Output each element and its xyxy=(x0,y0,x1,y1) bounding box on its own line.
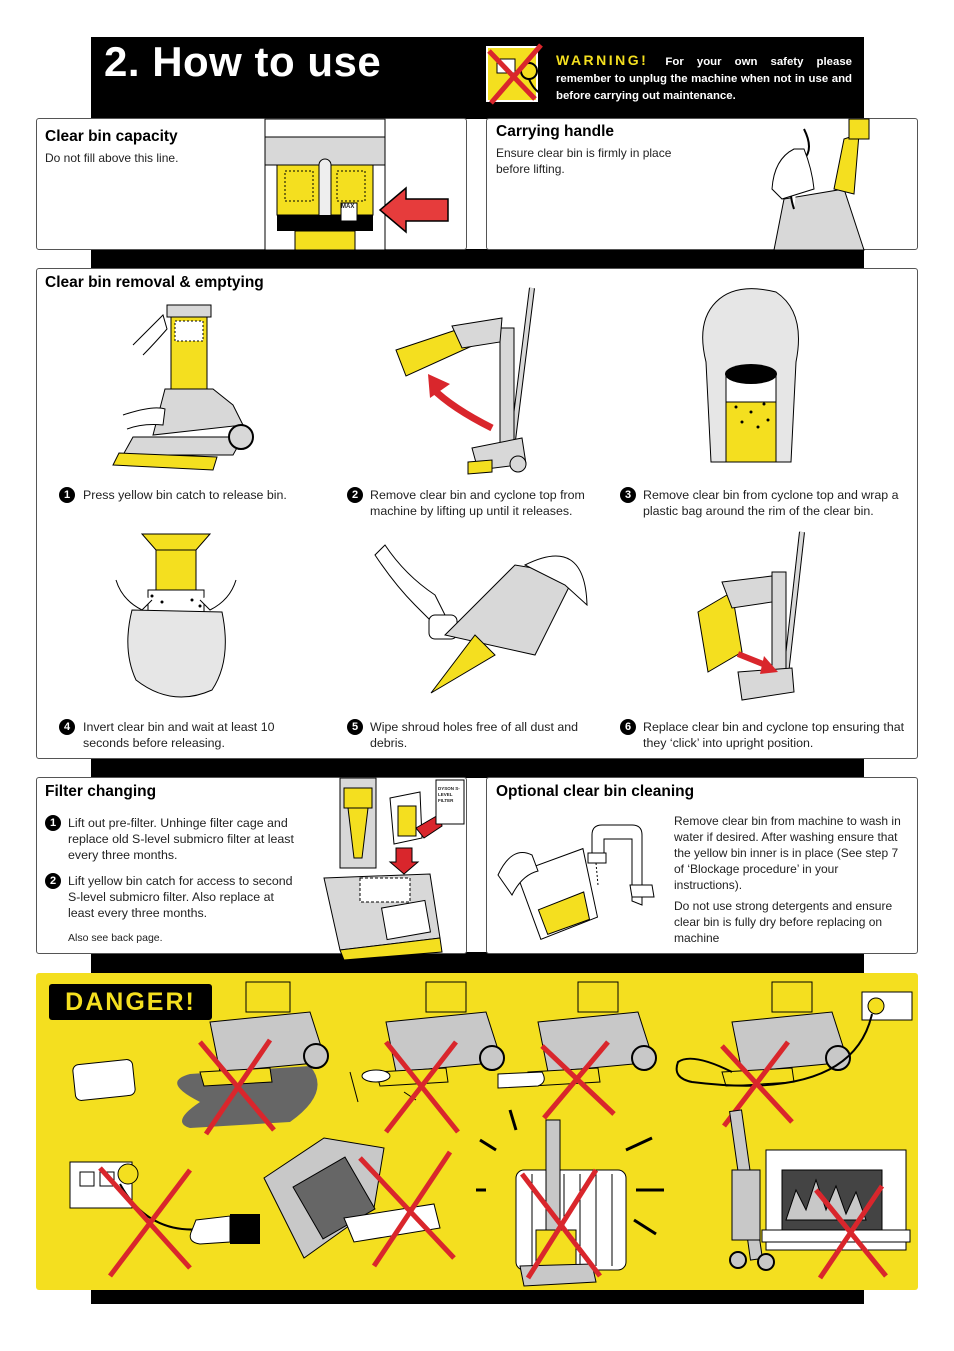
filter-note: Also see back page. xyxy=(68,932,163,944)
danger-label: DANGER! xyxy=(49,984,212,1020)
bin-removal-title: Clear bin removal & emptying xyxy=(45,274,264,291)
step6-replace-bin-illustration xyxy=(697,531,805,701)
removal-step-1-text: Press yellow bin catch to release bin. xyxy=(83,488,287,502)
warning-text: WARNING! For your own safety please reme… xyxy=(556,52,852,105)
clear-bin-capacity-text: Do not fill above this line. xyxy=(45,151,179,165)
filter-step-2-text: Lift yellow bin catch for access to seco… xyxy=(68,874,293,920)
lower-band xyxy=(91,952,864,974)
danger-no-heaters-icon xyxy=(476,1109,664,1287)
step1-press-catch-illustration xyxy=(112,304,254,471)
step-number-2: 2 xyxy=(347,487,363,503)
filter-changing-title: Filter changing xyxy=(45,783,157,800)
danger-no-hands-near-brush-icon xyxy=(497,981,657,1120)
clear-bin-capacity-panel xyxy=(36,118,467,250)
step-number-4: 4 xyxy=(59,719,75,735)
step2-lift-bin-illustration xyxy=(395,287,535,475)
washing-bin-illustration xyxy=(497,824,655,940)
header-band xyxy=(91,37,864,119)
optional-cleaning-title: Optional clear bin cleaning xyxy=(496,783,695,800)
unplug-warning-icon xyxy=(486,43,546,105)
filter-step-1-text: Lift out pre-filter. Unhinge filter cage… xyxy=(68,816,294,862)
filter-step-number-2: 2 xyxy=(45,873,61,889)
red-arrow-left-icon xyxy=(378,186,449,234)
filter-step-number-1: 1 xyxy=(45,815,61,831)
removal-step-3-text: Remove clear bin from cyclone top and wr… xyxy=(643,488,899,518)
danger-no-sharp-objects-icon xyxy=(349,981,505,1134)
step-number-6: 6 xyxy=(620,719,636,735)
max-label: MAX xyxy=(341,204,355,210)
mid-band xyxy=(91,758,864,778)
page-title: 2. How to use xyxy=(104,38,382,85)
removal-step-5-text: Wipe shroud holes free of all dust and d… xyxy=(370,720,579,750)
danger-no-pulling-plug-icon xyxy=(69,1161,260,1278)
step-number-1: 1 xyxy=(59,487,75,503)
step3-plastic-bag-illustration xyxy=(702,288,799,463)
filter-box-label: DYSON S-LEVEL FILTER xyxy=(438,786,460,803)
carrying-handle-title: Carrying handle xyxy=(496,123,614,140)
clear-bin-max-line-illustration xyxy=(264,118,386,251)
removal-step-6-text: Replace clear bin and cyclone top ensuri… xyxy=(643,720,905,750)
danger-no-fires-icon xyxy=(729,1109,911,1280)
optional-cleaning-para1: Remove clear bin from machine to wash in… xyxy=(674,814,901,892)
danger-no-fingers-in-brush-bar-icon xyxy=(263,1137,456,1268)
step4-invert-bin-illustration xyxy=(115,533,237,698)
bottom-band xyxy=(91,1288,864,1304)
danger-no-liquids-icon xyxy=(72,981,329,1136)
step-number-3: 3 xyxy=(620,487,636,503)
danger-no-running-over-cable-icon xyxy=(675,981,913,1128)
removal-step-2-text: Remove clear bin and cyclone top from ma… xyxy=(370,488,585,518)
warning-word: WARNING! xyxy=(556,52,649,68)
carrying-handle-text: Ensure clear bin is firmly in place befo… xyxy=(496,146,672,176)
filter-changing-illustration xyxy=(323,777,465,961)
removal-step-4-text: Invert clear bin and wait at least 10 se… xyxy=(83,720,275,750)
warning-message: For your own safety please remember to u… xyxy=(556,56,852,102)
top-band xyxy=(91,249,864,269)
step-number-5: 5 xyxy=(347,719,363,735)
step5-wipe-shroud-illustration xyxy=(374,544,588,694)
carrying-handle-illustration xyxy=(771,118,870,251)
clear-bin-capacity-title: Clear bin capacity xyxy=(45,128,178,145)
optional-cleaning-para2: Do not use strong detergents and ensure … xyxy=(674,899,893,945)
